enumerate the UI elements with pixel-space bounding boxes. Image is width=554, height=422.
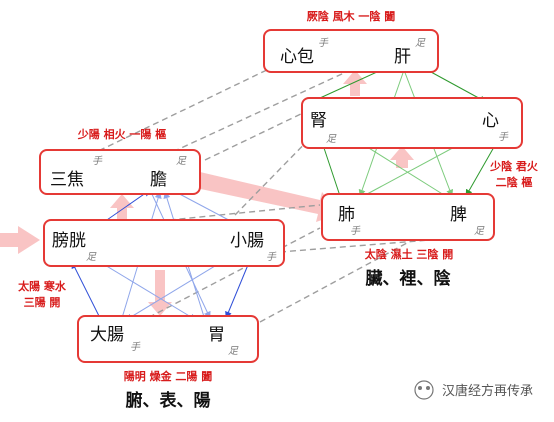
fu-caption: 腑、表、陽: [126, 390, 211, 411]
foot-mark: 足: [474, 226, 485, 237]
jueyin-box: 心包 手 肝 足 厥陰 風木 一陰 闔: [263, 9, 439, 73]
zang-caption: 臟、裡、陰: [366, 268, 452, 289]
jueyin-label: 厥陰 風木 一陰 闔: [307, 9, 396, 23]
hand-mark: 手: [266, 251, 277, 263]
watermark: 汉唐经方再传承: [414, 380, 533, 400]
organ-dachang: 大腸: [90, 325, 124, 345]
organ-xinbao: 心包: [280, 47, 314, 67]
foot-mark: 足: [228, 346, 239, 357]
yangming-label: 陽明 燥金 二陽 闔: [124, 369, 213, 383]
foot-mark: 足: [326, 134, 337, 145]
organ-dan: 膽: [150, 170, 167, 190]
taiyin-label: 太陰 濕土 三陰 開: [364, 247, 454, 261]
foot-mark: 足: [86, 252, 97, 263]
organ-xin: 心: [482, 111, 499, 131]
shaoyin-box: 腎 足 心 手 少陰 君火 二陰 樞: [301, 97, 539, 189]
organ-fei: 肺: [338, 205, 355, 225]
organ-pangguang: 膀胱: [52, 231, 86, 251]
shaoyin-label: 少陰 君火: [489, 159, 539, 173]
hand-mark: 手: [318, 37, 329, 49]
pink-flow-arrows: [0, 70, 414, 316]
foot-mark: 足: [176, 156, 187, 167]
organ-xiaochang: 小腸: [230, 231, 264, 251]
hand-mark: 手: [130, 341, 141, 353]
hand-mark: 手: [498, 131, 509, 143]
yangming-box: 大腸 手 胃 足 陽明 燥金 二陽 闔 腑、表、陽: [77, 315, 259, 411]
hand-mark: 手: [92, 155, 103, 167]
organ-pi: 脾: [450, 205, 467, 225]
organ-gan: 肝: [394, 47, 411, 67]
taiyang-box: 膀胱 足 小腸 手 太陽 寒水 三陽 開: [17, 219, 285, 309]
shaoyang-box: 三焦 手 膽 足 少陽 相火 一陽 樞: [39, 127, 201, 195]
organ-shen: 腎: [310, 111, 327, 131]
foot-mark: 足: [415, 38, 426, 49]
hand-mark: 手: [350, 225, 361, 237]
organ-wei: 胃: [208, 325, 225, 345]
taiyin-box: 肺 手 脾 足 太陰 濕土 三陰 開 臟、裡、陰: [321, 193, 495, 289]
taiyang-label: 太陽 寒水: [17, 279, 67, 293]
watermark-text: 汉唐经方再传承: [442, 383, 533, 399]
watermark-icon: [414, 380, 434, 400]
shaoyang-label: 少陽 相火 一陽 樞: [77, 127, 167, 141]
shaoyin-label-2: 二陰 樞: [496, 175, 533, 189]
organ-sanjiao: 三焦: [50, 170, 84, 190]
taiyang-label-2: 三陽 開: [24, 295, 61, 309]
